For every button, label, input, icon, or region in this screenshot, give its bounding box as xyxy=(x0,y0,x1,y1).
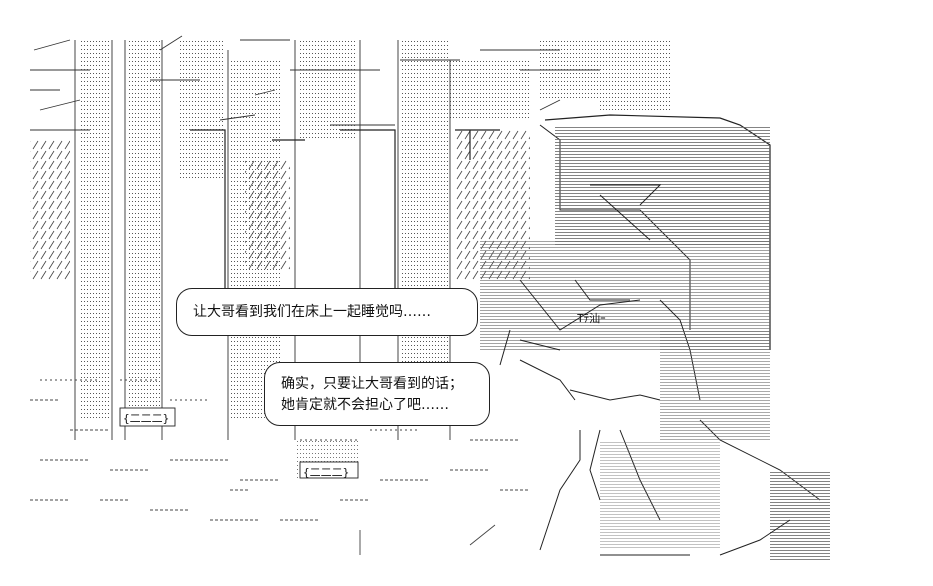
speech-line-1: 让大哥看到我们在床上一起睡觉吗…… xyxy=(193,304,431,320)
window-frames xyxy=(190,129,500,300)
speech-bubble-second: 确实，只要让大哥看到的话； 她肯定就不会担心了吧…… xyxy=(264,362,490,426)
speech-bubble-first: 让大哥看到我们在床上一起睡觉吗…… xyxy=(176,288,478,336)
character-mark: Tﾃ汕ｰ xyxy=(577,312,606,325)
character-figure xyxy=(480,114,830,560)
sign-box-bottom: {二二二} xyxy=(303,466,350,479)
ground-marks xyxy=(30,379,530,555)
background-buildings xyxy=(30,35,670,440)
sign-box-left: {二二二} xyxy=(123,412,170,425)
speech-line-1: 确实，只要让大哥看到的话； xyxy=(281,376,463,392)
speech-line-2: 她肯定就不会担心了吧…… xyxy=(281,397,449,413)
